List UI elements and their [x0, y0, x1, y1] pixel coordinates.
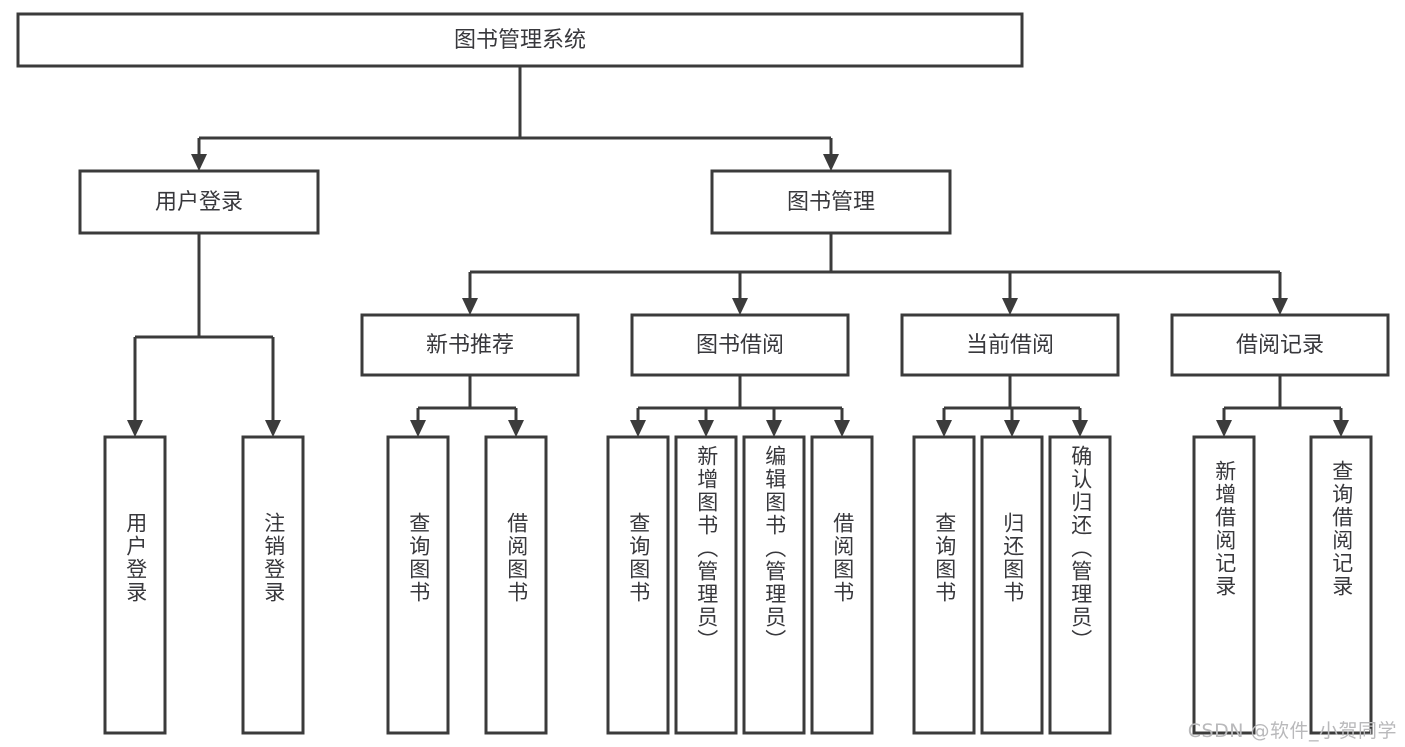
node-root-system[interactable]: 图书管理系统 — [16, 12, 1024, 68]
node-root-system-label: 图书管理系统 — [454, 28, 586, 53]
arrowhead-new-book-recommend — [462, 298, 478, 315]
arrowhead-leaf-borrow-book-2 — [834, 420, 850, 437]
leaf-box-edit-book[interactable] — [742, 435, 806, 735]
node-user-login[interactable]: 用户登录 — [78, 169, 320, 235]
arrowhead-leaf-add-record — [1216, 420, 1232, 437]
leaf-box-query-book-2[interactable] — [606, 435, 670, 735]
leaf-boxes — [103, 435, 1373, 735]
connector-group-borrow-record — [1216, 375, 1349, 437]
node-current-borrow-label: 当前借阅 — [966, 333, 1054, 358]
connector-group-new-book-recommend — [410, 375, 524, 437]
node-user-login-label: 用户登录 — [155, 190, 243, 215]
leaf-box-user-login[interactable] — [103, 435, 167, 735]
connector-group-book-manage — [462, 233, 1288, 315]
node-user-login-box[interactable] — [78, 169, 320, 235]
arrowhead-leaf-edit-book — [766, 420, 782, 437]
arrowhead-leaf-user-login — [127, 420, 143, 437]
arrowhead-leaf-add-book — [698, 420, 714, 437]
leaf-box-borrow-book-2[interactable] — [810, 435, 874, 735]
leaf-box-return-book[interactable] — [980, 435, 1044, 735]
node-book-borrow-box[interactable] — [630, 313, 850, 377]
connector-group-book-borrow — [630, 375, 850, 437]
node-borrow-record-label: 借阅记录 — [1236, 333, 1324, 358]
node-book-manage-label: 图书管理 — [787, 190, 875, 215]
leaf-box-add-record[interactable] — [1192, 435, 1256, 735]
leaf-box-confirm-return[interactable] — [1048, 435, 1112, 735]
node-book-borrow-label: 图书借阅 — [696, 333, 784, 358]
node-book-manage-box[interactable] — [710, 169, 952, 235]
arrowhead-leaf-query-book-1 — [410, 420, 426, 437]
arrowhead-book-borrow — [732, 298, 748, 315]
arrowhead-leaf-query-book-3 — [936, 420, 952, 437]
node-book-manage[interactable]: 图书管理 — [710, 169, 952, 235]
node-borrow-record[interactable]: 借阅记录 — [1170, 313, 1390, 377]
leaf-box-logout[interactable] — [241, 435, 305, 735]
node-root-system-box[interactable] — [16, 12, 1024, 68]
arrowhead-user-login — [191, 154, 207, 171]
csdn-watermark: CSDN @软件_小贺同学 — [1187, 720, 1397, 742]
leaf-box-query-book-3[interactable] — [912, 435, 976, 735]
leaf-box-query-record[interactable] — [1309, 435, 1373, 735]
node-new-book-recommend[interactable]: 新书推荐 — [360, 313, 580, 377]
arrowhead-leaf-confirm-return — [1072, 420, 1088, 437]
node-new-book-recommend-label: 新书推荐 — [426, 333, 514, 358]
connector-group-user-login — [127, 233, 281, 437]
arrowhead-leaf-query-record — [1333, 420, 1349, 437]
leaf-box-query-book-1[interactable] — [386, 435, 450, 735]
arrowhead-borrow-record — [1272, 298, 1288, 315]
arrowhead-leaf-query-book-2 — [630, 420, 646, 437]
node-current-borrow[interactable]: 当前借阅 — [900, 313, 1120, 377]
node-new-book-recommend-box[interactable] — [360, 313, 580, 377]
connector-group-current-borrow — [936, 375, 1088, 437]
arrowhead-leaf-borrow-book-1 — [508, 420, 524, 437]
arrowhead-leaf-return-book — [1004, 420, 1020, 437]
node-current-borrow-box[interactable] — [900, 313, 1120, 377]
arrowhead-current-borrow — [1002, 298, 1018, 315]
node-book-borrow[interactable]: 图书借阅 — [630, 313, 850, 377]
arrowhead-book-manage — [823, 154, 839, 171]
connector-group-root — [191, 66, 839, 171]
node-borrow-record-box[interactable] — [1170, 313, 1390, 377]
leaf-box-add-book[interactable] — [674, 435, 738, 735]
leaf-box-borrow-book-1[interactable] — [484, 435, 548, 735]
arrowhead-leaf-logout — [265, 420, 281, 437]
